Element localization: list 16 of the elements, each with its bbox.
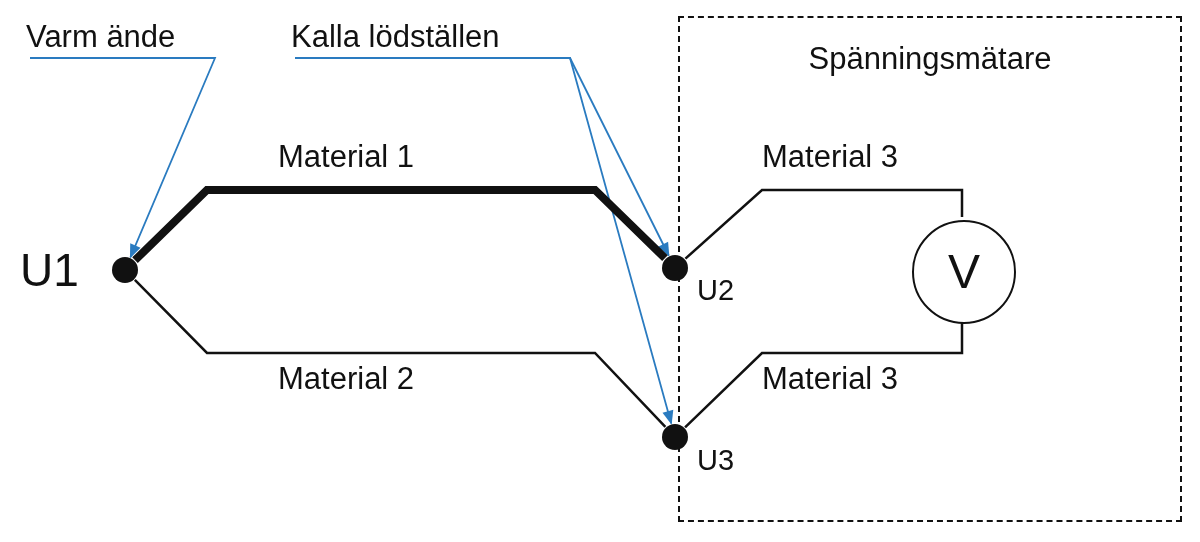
wire bbox=[684, 323, 964, 429]
junction-label: U3 bbox=[697, 446, 735, 475]
voltmeter-symbol: V bbox=[912, 220, 1016, 324]
junction-label: U1 bbox=[20, 247, 79, 293]
callout-label: Varm ände bbox=[26, 16, 226, 58]
junction-dot bbox=[662, 424, 688, 450]
wire bbox=[132, 186, 668, 264]
callout-label: Kalla lödställen bbox=[291, 16, 581, 58]
leader-line bbox=[294, 57, 674, 425]
junction-dot bbox=[112, 257, 138, 283]
wire bbox=[684, 188, 964, 260]
junction-label: U2 bbox=[697, 276, 735, 305]
leader-line bbox=[29, 57, 217, 259]
enclosure-title: Spänningsmätare bbox=[807, 42, 1053, 77]
junction-dot bbox=[662, 255, 688, 281]
wire bbox=[133, 279, 667, 428]
